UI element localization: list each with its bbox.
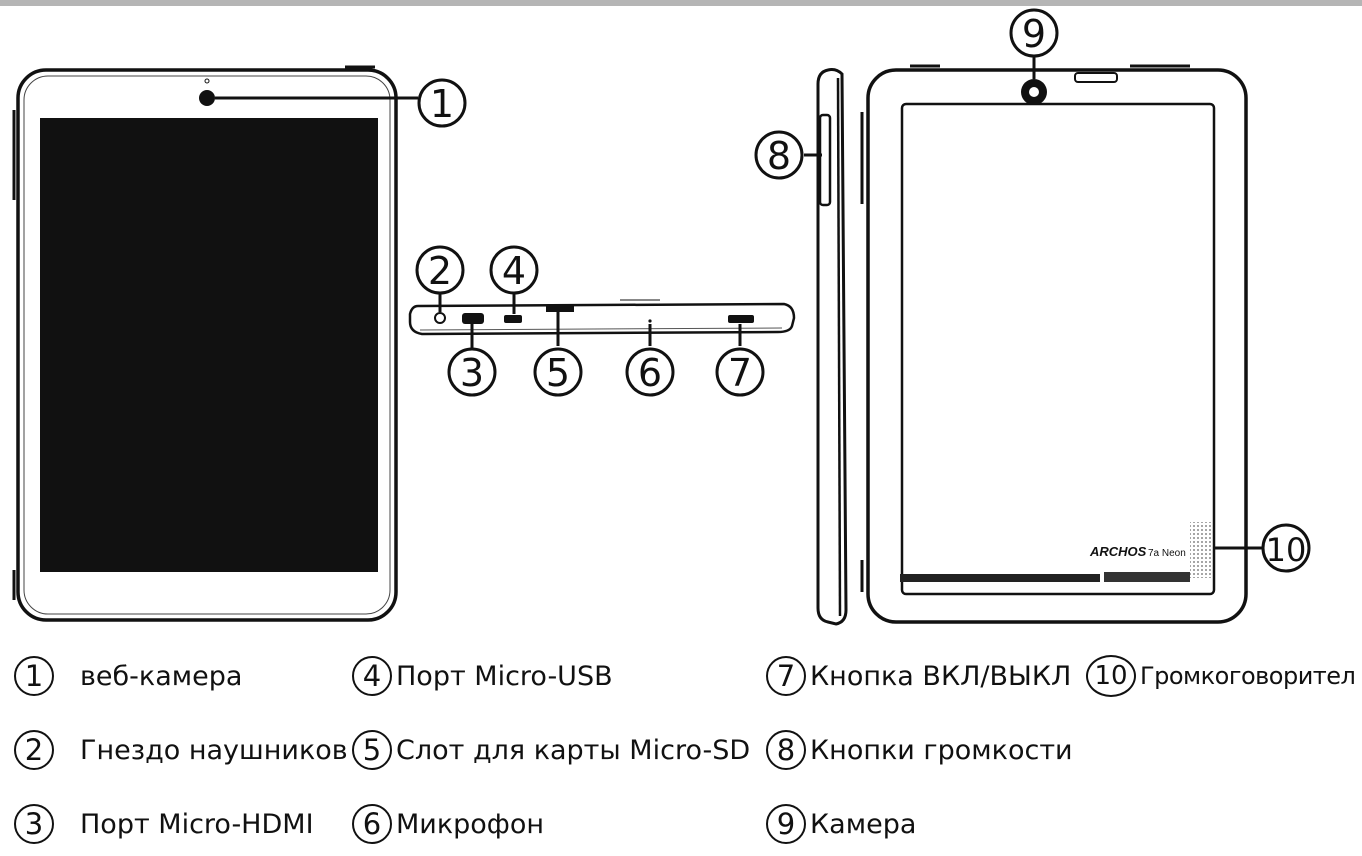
micro-sd-slot bbox=[546, 306, 574, 312]
legend-item-6: 6 Микрофон bbox=[352, 802, 544, 846]
legend-item-5: 5 Слот для карты Micro-SD bbox=[352, 728, 750, 772]
callout-2: 2 bbox=[415, 245, 465, 295]
callout-6: 6 bbox=[625, 347, 675, 397]
callout-7: 7 bbox=[715, 347, 765, 397]
micro-usb-port bbox=[504, 315, 522, 323]
legend-label-6: Микрофон bbox=[396, 808, 545, 840]
legend-label-4: Порт Micro-USB bbox=[396, 660, 613, 692]
legend-item-7: 7 Кнопка ВКЛ/ВЫКЛ bbox=[766, 654, 1071, 698]
legend-label-10: Громкоговорител bbox=[1140, 662, 1356, 690]
legend-label-5: Слот для карты Micro-SD bbox=[396, 734, 751, 766]
svg-text:3: 3 bbox=[460, 351, 484, 395]
svg-text:8: 8 bbox=[767, 134, 791, 178]
svg-text:2: 2 bbox=[428, 249, 452, 293]
headphone-jack bbox=[434, 312, 446, 324]
tablet-bottom-view bbox=[408, 299, 796, 336]
tablet-side-view bbox=[816, 68, 848, 626]
legend-item-3: 3 Порт Micro-HDMI bbox=[14, 802, 314, 846]
certification-marks bbox=[1104, 572, 1190, 582]
legend-item-9: 9 Камера bbox=[766, 802, 916, 846]
webcam-lens bbox=[199, 90, 215, 106]
legend-number-4: 4 bbox=[352, 656, 392, 696]
speaker-grille bbox=[1190, 522, 1212, 578]
front-screen bbox=[40, 118, 378, 572]
legend-number-9: 9 bbox=[766, 804, 806, 844]
callout-1: 1 bbox=[417, 78, 467, 128]
legend-label-9: Камера bbox=[810, 808, 917, 840]
legend-number-8: 8 bbox=[766, 730, 806, 770]
legend-item-10: 10 Громкоговорител bbox=[1086, 654, 1356, 698]
legend-number-1: 1 bbox=[14, 656, 54, 696]
legend-number-5: 5 bbox=[352, 730, 392, 770]
callout-markers: 1 2 3 4 5 6 7 8 bbox=[415, 8, 1311, 573]
micro-hdmi-port bbox=[462, 313, 484, 324]
volume-buttons bbox=[818, 113, 832, 207]
callout-10: 10 bbox=[1261, 523, 1311, 573]
legend-number-3: 3 bbox=[14, 804, 54, 844]
callout-3: 3 bbox=[447, 347, 497, 397]
svg-text:4: 4 bbox=[502, 249, 526, 293]
svg-text:10: 10 bbox=[1266, 531, 1307, 569]
svg-text:1: 1 bbox=[430, 82, 454, 126]
regulatory-text-strip bbox=[900, 574, 1100, 582]
legend-label-1: веб-камера bbox=[80, 660, 243, 692]
callout-9: 9 bbox=[1009, 8, 1059, 58]
legend-item-4: 4 Порт Micro-USB bbox=[352, 654, 613, 698]
top-border-bar bbox=[0, 0, 1362, 6]
callout-4: 4 bbox=[489, 245, 539, 295]
legend-number-10: 10 bbox=[1086, 655, 1136, 697]
legend-label-7: Кнопка ВКЛ/ВЫКЛ bbox=[810, 660, 1072, 692]
svg-text:5: 5 bbox=[546, 351, 570, 395]
svg-text:6: 6 bbox=[638, 351, 662, 395]
microphone-hole bbox=[648, 319, 652, 323]
callout-5: 5 bbox=[533, 347, 583, 397]
tablet-diagram: ARCHOS 7a Neon 1 2 bbox=[12, 8, 1311, 626]
back-logo-brand: ARCHOS bbox=[1089, 544, 1147, 559]
tablet-back-view: ARCHOS 7a Neon bbox=[860, 64, 1248, 624]
legend-item-8: 8 Кнопки громкости bbox=[766, 728, 1073, 772]
tablet-front-view bbox=[12, 65, 398, 622]
legend-label-3: Порт Micro-HDMI bbox=[80, 808, 314, 840]
legend-number-6: 6 bbox=[352, 804, 392, 844]
power-button bbox=[728, 315, 754, 323]
callout-lines bbox=[215, 56, 1262, 550]
legend-item-2: 2 Гнездо наушников bbox=[14, 728, 348, 772]
legend-item-1: 1 веб-камера bbox=[14, 654, 242, 698]
legend-label-8: Кнопки громкости bbox=[810, 734, 1073, 766]
back-logo-model: 7a Neon bbox=[1148, 548, 1186, 559]
svg-text:7: 7 bbox=[728, 351, 752, 395]
legend-number-7: 7 bbox=[766, 656, 806, 696]
svg-text:9: 9 bbox=[1022, 12, 1046, 56]
callout-8: 8 bbox=[754, 130, 804, 180]
legend-number-2: 2 bbox=[14, 730, 54, 770]
legend-label-2: Гнездо наушников bbox=[80, 734, 348, 766]
